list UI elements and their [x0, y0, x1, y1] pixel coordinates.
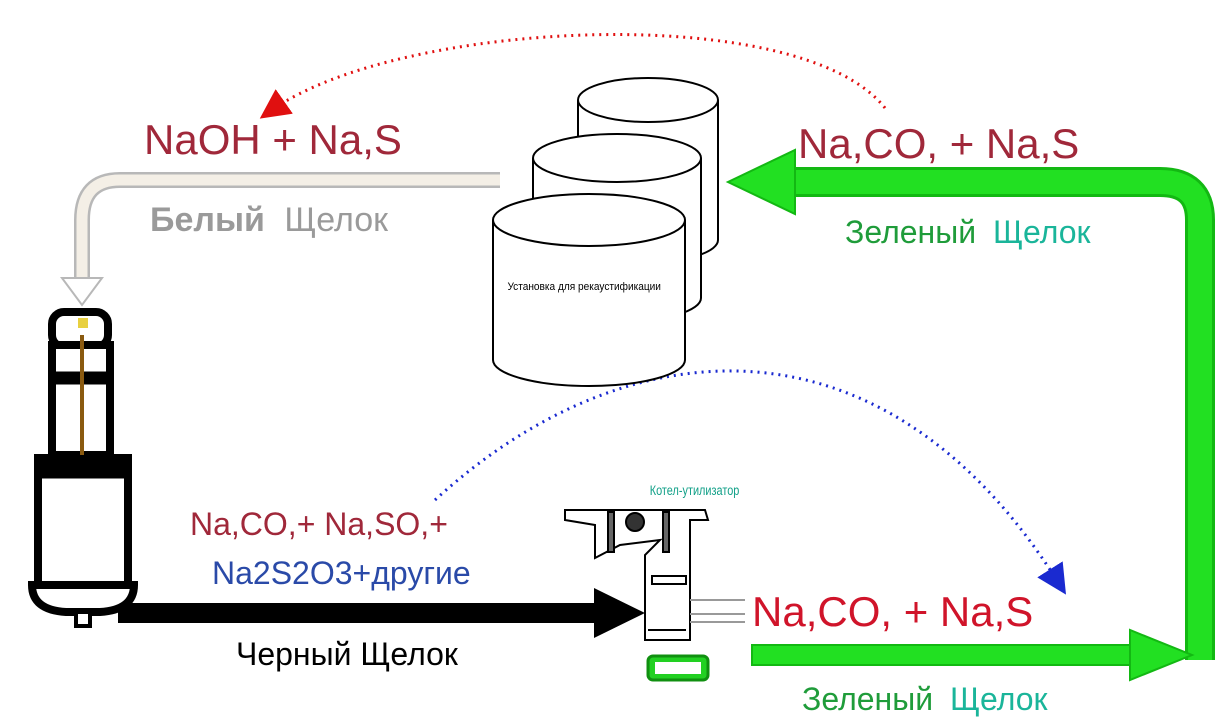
recaustification-tanks — [492, 77, 719, 387]
recaust-unit-label: Установка для рекаустификации — [507, 281, 661, 293]
recovery-boiler-icon — [564, 509, 745, 682]
green-liquor-formula-top: Na,CO, + Na,S — [798, 120, 1079, 167]
green-liquor-formula-bottom: Na,CO, + Na,S — [752, 588, 1033, 635]
dotted-arrow-blue — [433, 369, 1067, 595]
green-liquor-bottom-word2: Щелок — [950, 681, 1049, 717]
white-liquor-word1: Белый — [150, 201, 265, 239]
white-liquor-formula: NaOH + Na,S — [144, 116, 402, 163]
black-liquor-label: Черный Щелок — [236, 636, 459, 672]
digester-icon — [27, 308, 139, 628]
green-liquor-arrow-bottom — [751, 628, 1195, 682]
green-liquor-arrow-return — [725, 148, 1215, 660]
white-liquor-arrow — [60, 172, 500, 307]
green-liquor-label-bottom: Зеленый Щелок — [802, 681, 1049, 717]
green-liquor-word2: Щелок — [993, 214, 1092, 250]
white-liquor-word2: Щелок — [284, 201, 389, 239]
boiler-label: Котел-утилизатор — [650, 483, 740, 499]
black-liquor-arrow — [118, 588, 645, 638]
white-liquor-label: Белый Щелок — [150, 201, 389, 239]
green-liquor-word1: Зеленый — [845, 214, 976, 250]
black-liquor-composition-2: Na2S2O3+другие — [212, 555, 471, 591]
green-liquor-label-top: Зеленый Щелок — [845, 214, 1092, 250]
black-liquor-composition-1: Na,CO,+ Na,SO,+ — [190, 506, 448, 542]
green-liquor-bottom-word1: Зеленый — [802, 681, 933, 717]
